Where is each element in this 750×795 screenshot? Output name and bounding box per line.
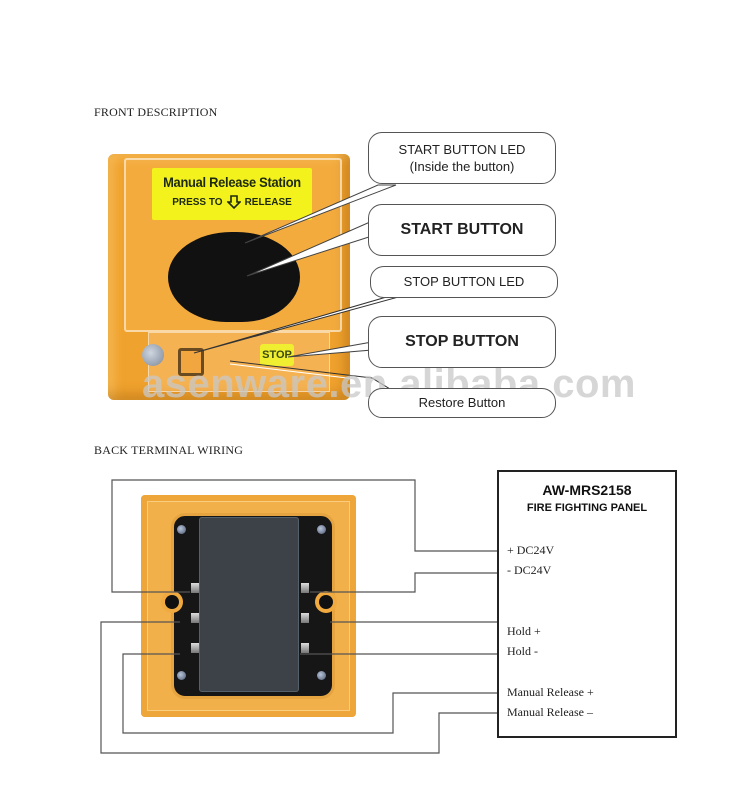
terminal-left-1 xyxy=(191,583,199,593)
callout-stop-button-label: STOP BUTTON xyxy=(405,333,519,350)
terminal-right-1 xyxy=(301,583,309,593)
terminal-left-2 xyxy=(191,613,199,623)
back-device-photo xyxy=(141,495,356,717)
label-title: Manual Release Station xyxy=(163,174,301,190)
mount-hole-left xyxy=(165,595,179,609)
label-plate: Manual Release Station PRESS TO RELEASE xyxy=(152,168,312,220)
terminal-manual-release-minus: Manual Release – xyxy=(507,705,593,719)
wire-manual-release-minus xyxy=(100,621,497,754)
callout-stop-led-label: STOP BUTTON LED xyxy=(403,274,525,289)
callout-stop-button: STOP BUTTON xyxy=(368,316,556,368)
callout-start-button-label: START BUTTON xyxy=(400,221,524,238)
label-instruction: PRESS TO RELEASE xyxy=(152,195,312,209)
arrow-down-icon xyxy=(226,195,241,209)
screw-top-right xyxy=(317,525,326,534)
terminal-plus-dc24v: + DC24V xyxy=(507,543,555,557)
callout-restore-button-label: Restore Button xyxy=(418,395,506,410)
callout-start-led-line2: (Inside the button) xyxy=(409,159,515,174)
start-button-photo xyxy=(168,232,300,322)
callout-start-led-line1: START BUTTON LED xyxy=(398,142,526,157)
front-description-title: FRONT DESCRIPTION xyxy=(94,105,218,119)
terminal-minus-dc24v: - DC24V xyxy=(507,563,552,577)
back-module-block xyxy=(199,517,299,692)
front-device-photo: Manual Release Station PRESS TO RELEASE … xyxy=(108,154,350,400)
wire-plus-dc24v xyxy=(111,479,497,593)
callout-restore-button: Restore Button xyxy=(368,388,556,418)
terminal-hold-plus: Hold + xyxy=(507,624,541,638)
terminal-left-3 xyxy=(191,643,199,653)
terminal-right-3 xyxy=(301,643,309,653)
mount-hole-right xyxy=(319,595,333,609)
screw-bottom-right xyxy=(317,671,326,680)
label-release-text: RELEASE xyxy=(244,196,292,208)
restore-button-photo xyxy=(178,348,204,376)
terminal-right-2 xyxy=(301,613,309,623)
terminal-manual-release-plus: Manual Release + xyxy=(507,685,594,699)
screw-top-left xyxy=(177,525,186,534)
back-terminal-wiring-title: BACK TERMINAL WIRING xyxy=(94,443,244,457)
label-press-text: PRESS TO xyxy=(172,196,223,208)
panel-model: AW-MRS2158 xyxy=(542,482,632,498)
stop-led-photo xyxy=(142,344,164,366)
callout-start-button-led: START BUTTON LED (Inside the button) xyxy=(368,132,556,184)
callout-stop-button-led: STOP BUTTON LED xyxy=(370,266,558,298)
callout-start-button: START BUTTON xyxy=(368,204,556,256)
terminal-hold-minus: Hold - xyxy=(507,644,538,658)
fire-fighting-panel-box: AW-MRS2158 FIRE FIGHTING PANEL + DC24V -… xyxy=(497,470,677,738)
panel-name: FIRE FIGHTING PANEL xyxy=(526,502,648,514)
wire-minus-dc24v xyxy=(310,572,497,593)
screw-bottom-left xyxy=(177,671,186,680)
stop-button-photo: STOP xyxy=(260,344,294,366)
wire-manual-release-plus xyxy=(122,653,497,734)
